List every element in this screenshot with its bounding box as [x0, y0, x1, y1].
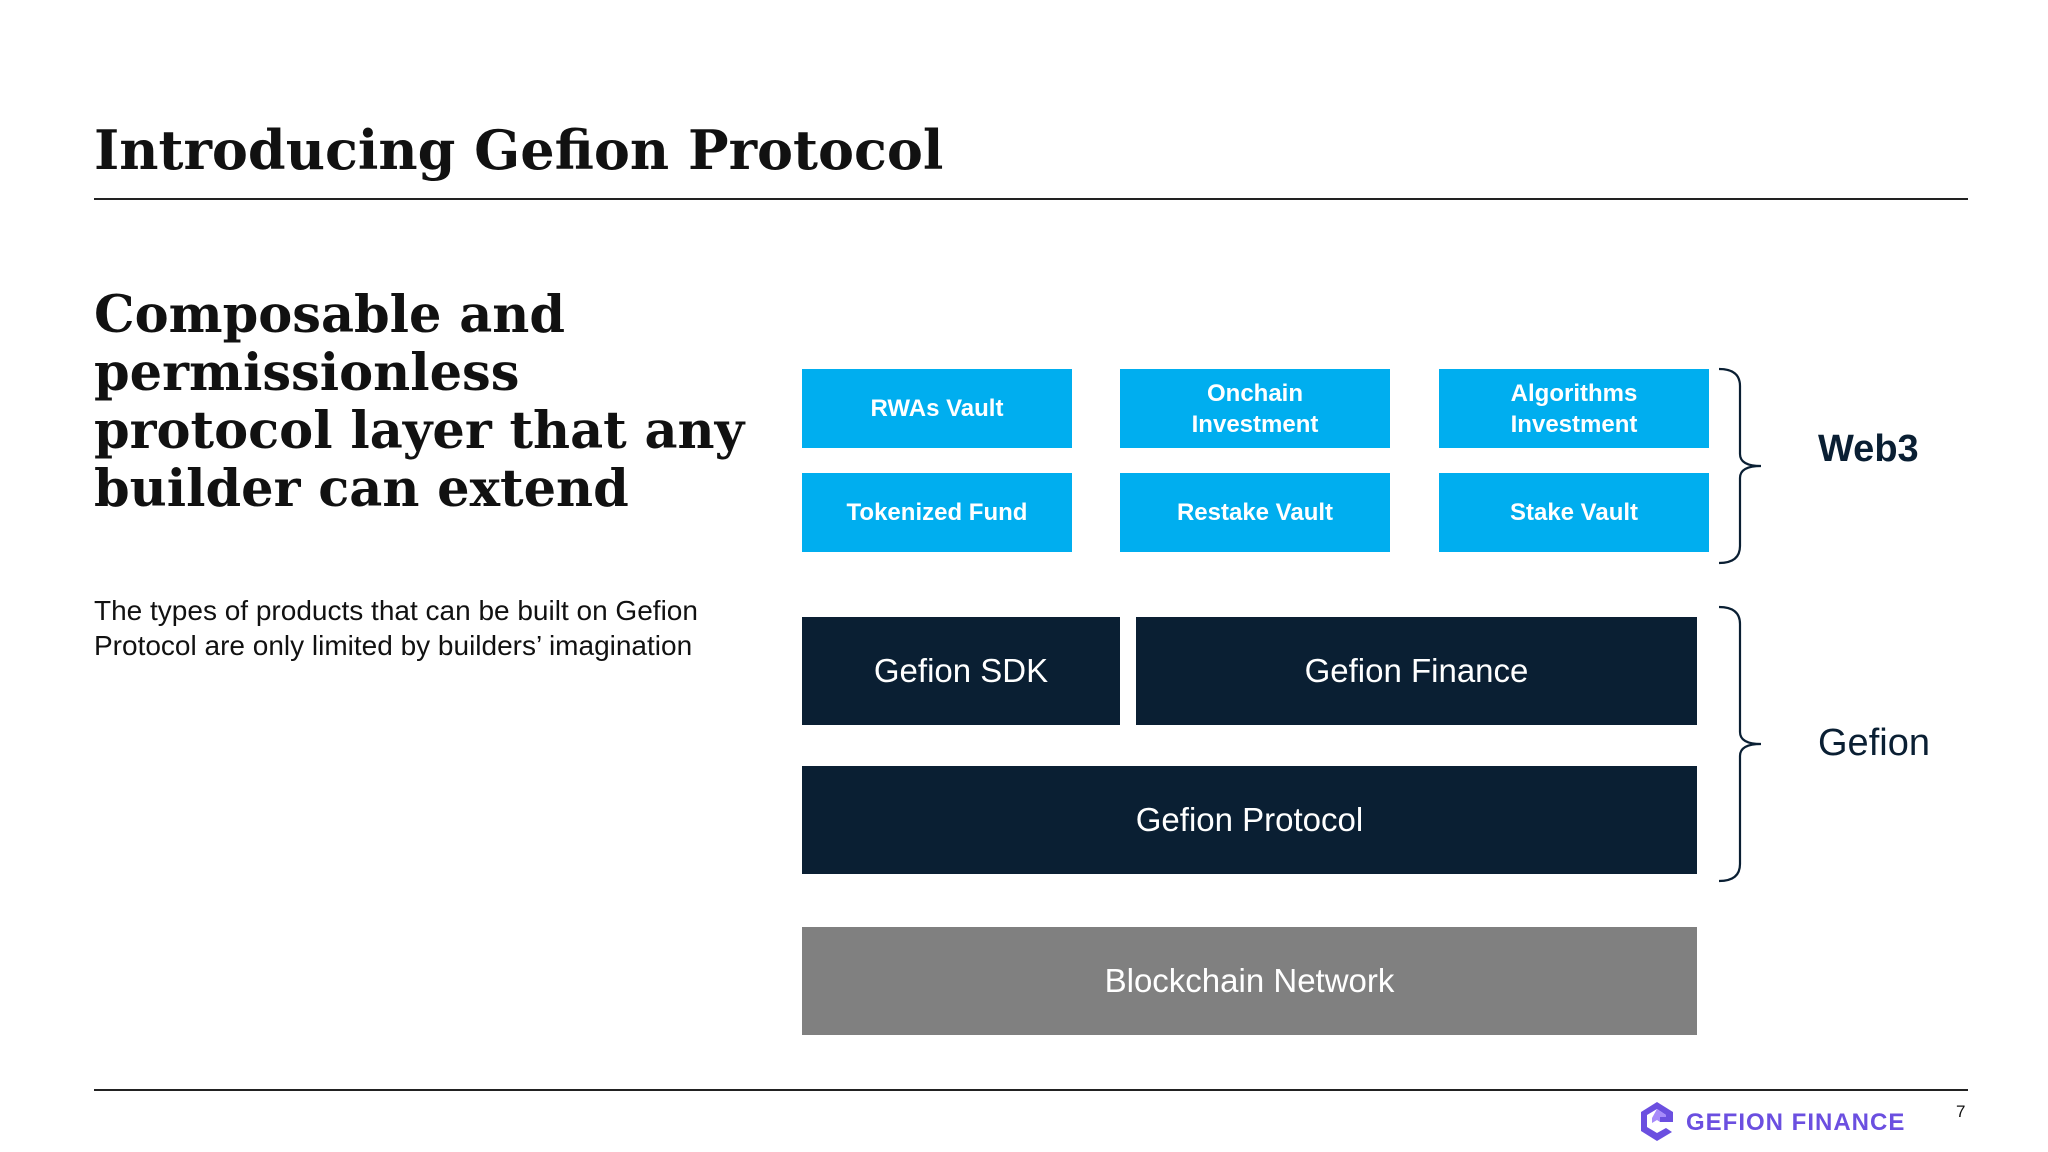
- page-number: 7: [1956, 1102, 1966, 1121]
- gefion-protocol-label: Gefion Protocol: [1135, 801, 1364, 838]
- web3-group-label: Web3: [1818, 428, 1919, 470]
- gefion-group-label: Gefion: [1818, 722, 1930, 764]
- restake-vault-box: Restake Vault: [1120, 473, 1390, 552]
- algorithms-investment-label: Algorithms Investment: [1510, 379, 1638, 438]
- gefion-finance-box: Gefion Finance: [1136, 617, 1697, 725]
- rwas-vault-label: RWAs Vault: [870, 395, 1004, 422]
- blockchain-network-box: Blockchain Network: [802, 927, 1697, 1035]
- tokenized-fund-label: Tokenized Fund: [846, 499, 1028, 526]
- algorithms-investment-box: Algorithms Investment: [1439, 369, 1709, 448]
- stake-vault-label: Stake Vault: [1509, 499, 1639, 526]
- gefion-sdk-box: Gefion SDK: [802, 617, 1120, 725]
- title-divider: [94, 198, 1968, 200]
- restake-vault-label: Restake Vault: [1176, 499, 1334, 526]
- rwas-vault-box: RWAs Vault: [802, 369, 1072, 448]
- gefion-sdk-label: Gefion SDK: [873, 652, 1049, 689]
- gefion-finance-logo-text: GEFION FINANCE: [1686, 1109, 1906, 1136]
- web3-brace-icon: [1718, 367, 1762, 565]
- gefion-protocol-box: Gefion Protocol: [802, 766, 1697, 874]
- gefion-logo-icon: [1641, 1102, 1673, 1141]
- onchain-investment-box: Onchain Investment: [1120, 369, 1390, 448]
- slide-body-text: The types of products that can be built …: [94, 595, 698, 661]
- footer-divider: [94, 1089, 1968, 1091]
- blockchain-network-label: Blockchain Network: [1104, 962, 1395, 999]
- gefion-brace-icon: [1718, 605, 1762, 883]
- stake-vault-box: Stake Vault: [1439, 473, 1709, 552]
- gefion-finance-label: Gefion Finance: [1304, 652, 1529, 689]
- onchain-investment-label: Onchain Investment: [1191, 379, 1319, 438]
- tokenized-fund-box: Tokenized Fund: [802, 473, 1072, 552]
- slide-headline: Composable and permissionless protocol l…: [94, 285, 745, 519]
- slide-title: Introducing Gefion Protocol: [94, 118, 944, 182]
